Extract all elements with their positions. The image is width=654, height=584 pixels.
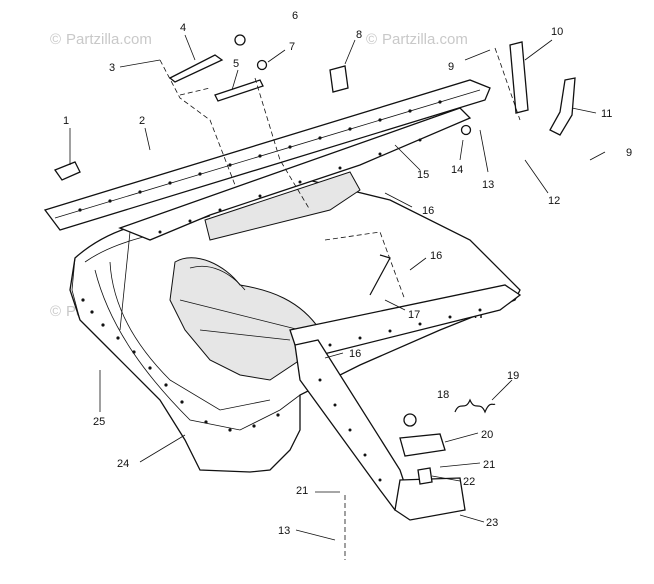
callout-8: 8 — [356, 29, 362, 41]
callout-18: 18 — [437, 389, 449, 401]
callout-25: 25 — [93, 416, 105, 428]
bracket-part-1 — [53, 161, 81, 181]
watermark-text: Partzilla.com — [66, 31, 152, 48]
watermark-symbol: © — [366, 31, 377, 48]
latch-part-8 — [329, 65, 349, 93]
front-crossbar — [43, 79, 491, 231]
callout-12: 12 — [548, 195, 560, 207]
callout-14: 14 — [451, 164, 463, 176]
clip-part-6 — [234, 34, 246, 46]
callout-1: 1 — [63, 115, 69, 127]
callout-9-upper: 9 — [448, 61, 454, 73]
callout-16-low: 16 — [349, 348, 361, 360]
bracket-part-10 — [509, 41, 529, 114]
callout-16-mid: 16 — [430, 250, 442, 262]
strip-part-5 — [214, 79, 264, 102]
nut-part-14 — [460, 124, 472, 136]
watermark-symbol: © — [50, 31, 61, 48]
callout-21-left: 21 — [296, 485, 308, 497]
watermark-symbol: © — [50, 303, 61, 320]
leader-lines — [69, 34, 606, 541]
rod-part-17 — [369, 254, 391, 296]
inner-panel — [118, 107, 472, 241]
callout-3: 3 — [109, 62, 115, 74]
grommet-part-18 — [403, 413, 417, 427]
callout-21-right: 21 — [483, 459, 495, 471]
callout-9-right: 9 — [626, 147, 632, 159]
callout-11: 11 — [601, 108, 612, 120]
callout-24: 24 — [117, 458, 129, 470]
callout-19: 19 — [507, 370, 519, 382]
callout-22: 22 — [463, 476, 475, 488]
callout-15: 15 — [417, 169, 429, 181]
spring-part-19 — [454, 398, 496, 414]
callout-6: 6 — [292, 10, 298, 22]
callout-16-top: 16 — [422, 205, 434, 217]
watermark-text: Partzilla.com — [382, 31, 468, 48]
lever-part-11 — [549, 77, 576, 136]
callout-17: 17 — [408, 309, 420, 321]
fastener-part-7 — [256, 59, 268, 71]
blade-part-4 — [168, 54, 224, 83]
callout-20: 20 — [481, 429, 493, 441]
callout-23: 23 — [486, 517, 498, 529]
callout-7: 7 — [289, 41, 295, 53]
hinge-part-20 — [399, 433, 446, 457]
small-parts — [53, 34, 576, 485]
callout-5: 5 — [233, 58, 239, 70]
callout-labels: 1 2 3 4 5 6 7 8 9 9 10 11 12 13 13 14 15… — [63, 10, 632, 537]
hook-part-22 — [417, 467, 433, 485]
right-rail — [289, 284, 522, 521]
callout-4: 4 — [180, 22, 186, 34]
assembly-lines — [159, 47, 521, 560]
callout-13-lower: 13 — [278, 525, 290, 537]
callout-2: 2 — [139, 115, 145, 127]
callout-13-upper: 13 — [482, 179, 494, 191]
callout-10: 10 — [551, 26, 563, 38]
